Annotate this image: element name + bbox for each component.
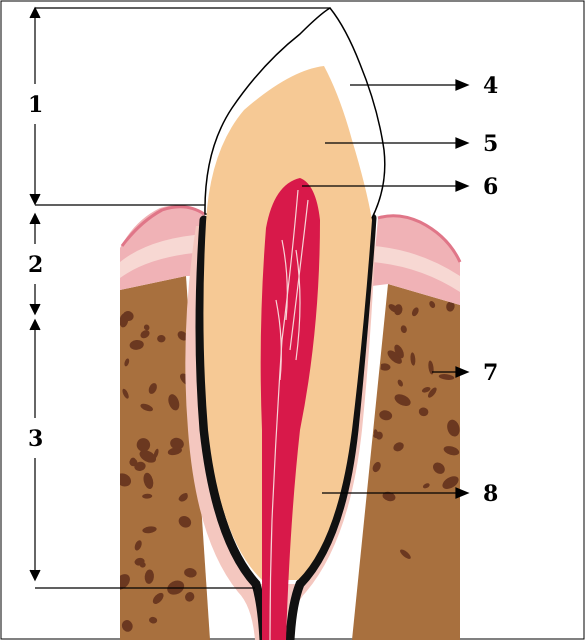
part-label-7: 7 bbox=[483, 360, 498, 386]
region-label-3: 3 bbox=[28, 426, 43, 452]
region-label-1: 1 bbox=[28, 92, 43, 118]
part-label-6: 6 bbox=[483, 174, 498, 200]
part-label-4: 4 bbox=[483, 73, 498, 99]
part-label-8: 8 bbox=[483, 481, 498, 507]
region-label-2: 2 bbox=[28, 252, 43, 278]
gingiva-right bbox=[372, 216, 460, 305]
part-label-5: 5 bbox=[483, 131, 498, 157]
